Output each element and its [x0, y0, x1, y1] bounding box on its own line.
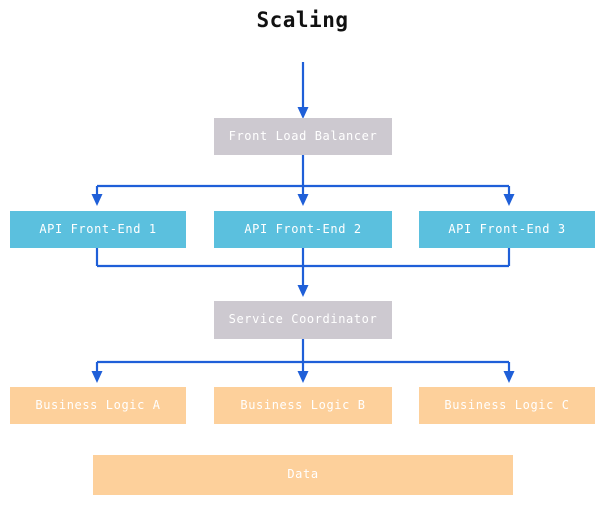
node-business-logic-c[interactable]: Business Logic C [419, 387, 595, 424]
node-data[interactable]: Data [93, 455, 513, 495]
page-title: Scaling [256, 8, 349, 32]
edge-external-to-front-load-balancer [297, 62, 309, 119]
edge-service-coordinator-to-business-tier [91, 339, 515, 383]
node-front-load-balancer[interactable]: Front Load Balancer [214, 118, 392, 155]
node-api-front-end-1[interactable]: API Front-End 1 [10, 211, 186, 248]
node-api-front-end-3[interactable]: API Front-End 3 [419, 211, 595, 248]
node-business-logic-a[interactable]: Business Logic A [10, 387, 186, 424]
node-service-coordinator[interactable]: Service Coordinator [214, 301, 392, 339]
node-business-logic-b[interactable]: Business Logic B [214, 387, 392, 424]
edge-front-load-balancer-to-api-tier [91, 155, 515, 206]
edge-api-tier-to-service-coordinator [95, 248, 511, 297]
node-api-front-end-2[interactable]: API Front-End 2 [214, 211, 392, 248]
